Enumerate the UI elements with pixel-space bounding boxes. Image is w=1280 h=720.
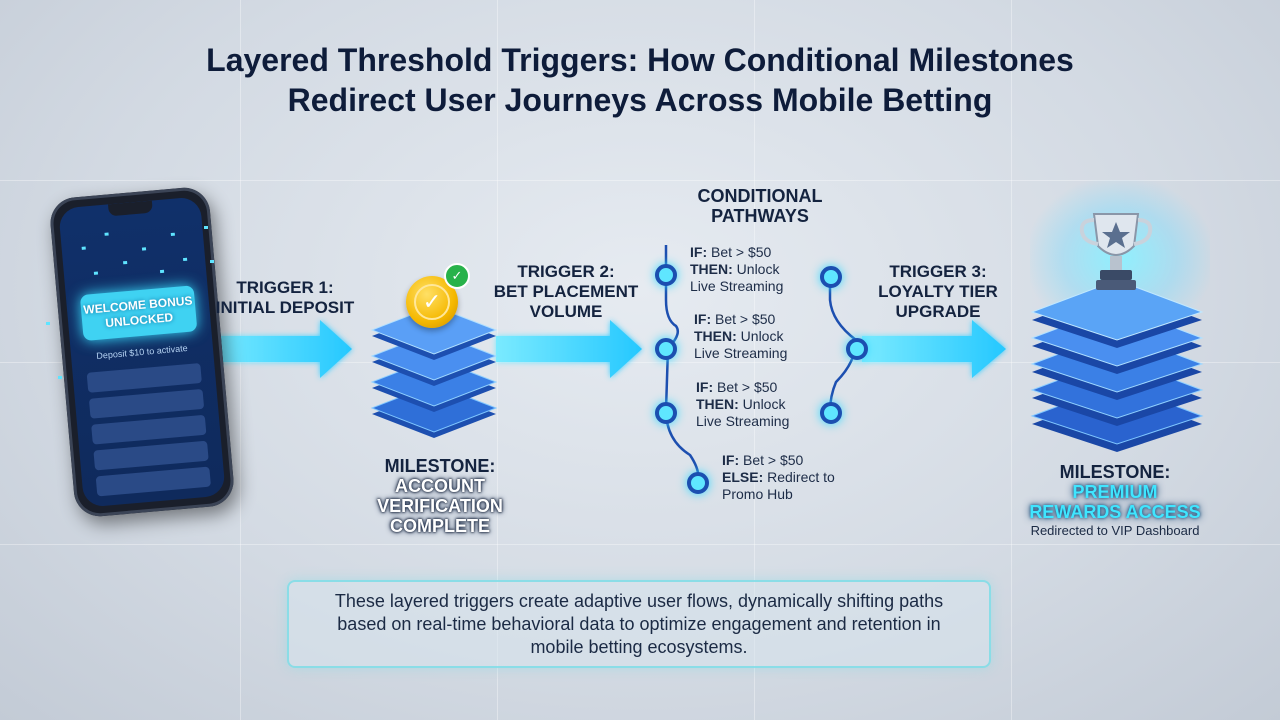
trigger-3-label: TRIGGER 3: LOYALTY TIER UPGRADE — [868, 262, 1008, 322]
page-title: Layered Threshold Triggers: How Conditio… — [0, 40, 1280, 120]
arrow-trigger-3 — [862, 320, 1006, 378]
title-line-1: Layered Threshold Triggers: How Conditio… — [206, 42, 1074, 78]
milestone-2-subtext: Redirected to VIP Dashboard — [1030, 523, 1200, 538]
pathway-item-4: IF: Bet > $50 ELSE: Redirect to Promo Hu… — [722, 452, 835, 503]
then-keyword: THEN: — [696, 396, 739, 412]
pathway-node[interactable] — [655, 402, 677, 424]
if-keyword: IF: — [690, 244, 708, 260]
confetti — [104, 232, 109, 236]
phone-screen: WELCOME BONUS UNLOCKED Deposit $10 to ac… — [58, 196, 226, 508]
pathway-node[interactable] — [820, 402, 842, 424]
if-condition: Bet > $50 — [717, 379, 778, 395]
milestone-1-label: MILESTONE: ACCOUNT VERIFICATION COMPLETE — [350, 456, 530, 536]
trigger-2-line-2: BET PLACEMENT — [493, 282, 639, 301]
grid-line — [0, 544, 1280, 545]
milestone-2-label: MILESTONE: PREMIUM REWARDS ACCESS Redire… — [1010, 462, 1220, 540]
phone-notch — [108, 200, 153, 217]
arrow-trigger-1 — [210, 320, 352, 378]
then-keyword: THEN: — [690, 261, 733, 277]
check-badge-icon: ✓ — [444, 263, 470, 289]
trigger-2-line-3: VOLUME — [529, 302, 603, 321]
if-keyword: IF: — [696, 379, 714, 395]
then-action-detail: Live Streaming — [694, 345, 788, 361]
trigger-3-line-2: LOYALTY TIER — [878, 282, 998, 301]
trigger-1-line-2: INITIAL DEPOSIT — [215, 298, 355, 317]
milestone-1-line-4: COMPLETE — [389, 516, 490, 536]
pathway-node[interactable] — [655, 264, 677, 286]
pathway-node[interactable] — [820, 266, 842, 288]
if-condition: Bet > $50 — [711, 244, 772, 260]
pathway-node[interactable] — [687, 472, 709, 494]
confetti — [182, 257, 188, 262]
pathway-item-2: IF: Bet > $50 THEN: Unlock Live Streamin… — [694, 311, 787, 362]
screen-row[interactable] — [86, 362, 202, 393]
stack-layer — [1030, 279, 1204, 348]
summary-text: These layered triggers create adaptive u… — [334, 590, 944, 657]
then-action: Unlock — [736, 261, 780, 277]
trigger-1-label: TRIGGER 1: INITIAL DEPOSIT — [210, 278, 360, 318]
then-action: Unlock — [742, 396, 786, 412]
else-keyword: ELSE: — [722, 469, 764, 485]
welcome-bonus-panel[interactable]: WELCOME BONUS UNLOCKED — [79, 285, 198, 342]
milestone-1-line-1: MILESTONE: — [384, 456, 496, 476]
if-keyword: IF: — [694, 311, 712, 327]
confetti — [170, 232, 175, 237]
then-action: Unlock — [740, 328, 784, 344]
trigger-3-line-3: UPGRADE — [895, 302, 981, 321]
screen-row[interactable] — [91, 414, 207, 445]
else-action-detail: Promo Hub — [722, 486, 793, 502]
confetti — [93, 271, 99, 275]
trigger-2-label: TRIGGER 2: BET PLACEMENT VOLUME — [486, 262, 646, 322]
mobile-phone: WELCOME BONUS UNLOCKED Deposit $10 to ac… — [48, 185, 236, 519]
pathway-item-1: IF: Bet > $50 THEN: Unlock Live Streamin… — [690, 244, 783, 295]
then-keyword: THEN: — [694, 328, 737, 344]
stack-layer — [370, 305, 498, 360]
pathway-item-3: IF: Bet > $50 THEN: Unlock Live Streamin… — [696, 379, 789, 430]
trophy-icon — [1079, 213, 1153, 290]
if-condition: Bet > $50 — [715, 311, 776, 327]
screen-row[interactable] — [88, 388, 205, 419]
coin-check-icon: ✓ — [414, 284, 450, 320]
grid-line — [0, 362, 1280, 363]
title-line-2: Redirect User Journeys Across Mobile Bet… — [287, 82, 993, 118]
confetti — [46, 322, 50, 325]
milestone-1-line-3: VERIFICATION — [377, 496, 503, 516]
confetti — [141, 247, 147, 251]
confetti — [58, 376, 62, 379]
grid-line — [0, 180, 1280, 181]
milestone-1-line-2: ACCOUNT — [395, 476, 485, 496]
confetti — [204, 226, 208, 229]
pathway-node[interactable] — [655, 338, 677, 360]
conditional-title-line-2: PATHWAYS — [711, 206, 809, 226]
confetti — [123, 260, 128, 265]
then-action-detail: Live Streaming — [696, 413, 790, 429]
grid-line — [1011, 0, 1012, 720]
milestone-2-stack — [1030, 279, 1204, 452]
if-condition: Bet > $50 — [743, 452, 804, 468]
grid-line — [754, 0, 755, 720]
milestone-2-line-3: REWARDS ACCESS — [1029, 502, 1201, 522]
screen-row[interactable] — [95, 466, 211, 497]
screen-row[interactable] — [93, 440, 209, 471]
if-keyword: IF: — [722, 452, 740, 468]
confetti — [159, 269, 165, 274]
milestone-2-line-2: PREMIUM — [1072, 482, 1158, 502]
confetti — [81, 246, 86, 250]
deposit-text: Deposit $10 to activate — [95, 343, 189, 361]
summary-box: These layered triggers create adaptive u… — [287, 580, 991, 668]
milestone-2-line-1: MILESTONE: — [1059, 462, 1171, 482]
confetti — [210, 260, 214, 263]
then-action-detail: Live Streaming — [690, 278, 784, 294]
else-action: Redirect to — [767, 469, 835, 485]
trigger-1-line-1: TRIGGER 1: — [236, 278, 334, 297]
pathway-node[interactable] — [846, 338, 868, 360]
arrow-trigger-2 — [496, 320, 642, 378]
trigger-3-line-1: TRIGGER 3: — [889, 262, 987, 281]
milestone-1-stack — [370, 305, 498, 438]
conditional-pathways-title: CONDITIONAL PATHWAYS — [650, 186, 870, 226]
trigger-2-line-1: TRIGGER 2: — [517, 262, 615, 281]
conditional-title-line-1: CONDITIONAL — [697, 186, 823, 206]
